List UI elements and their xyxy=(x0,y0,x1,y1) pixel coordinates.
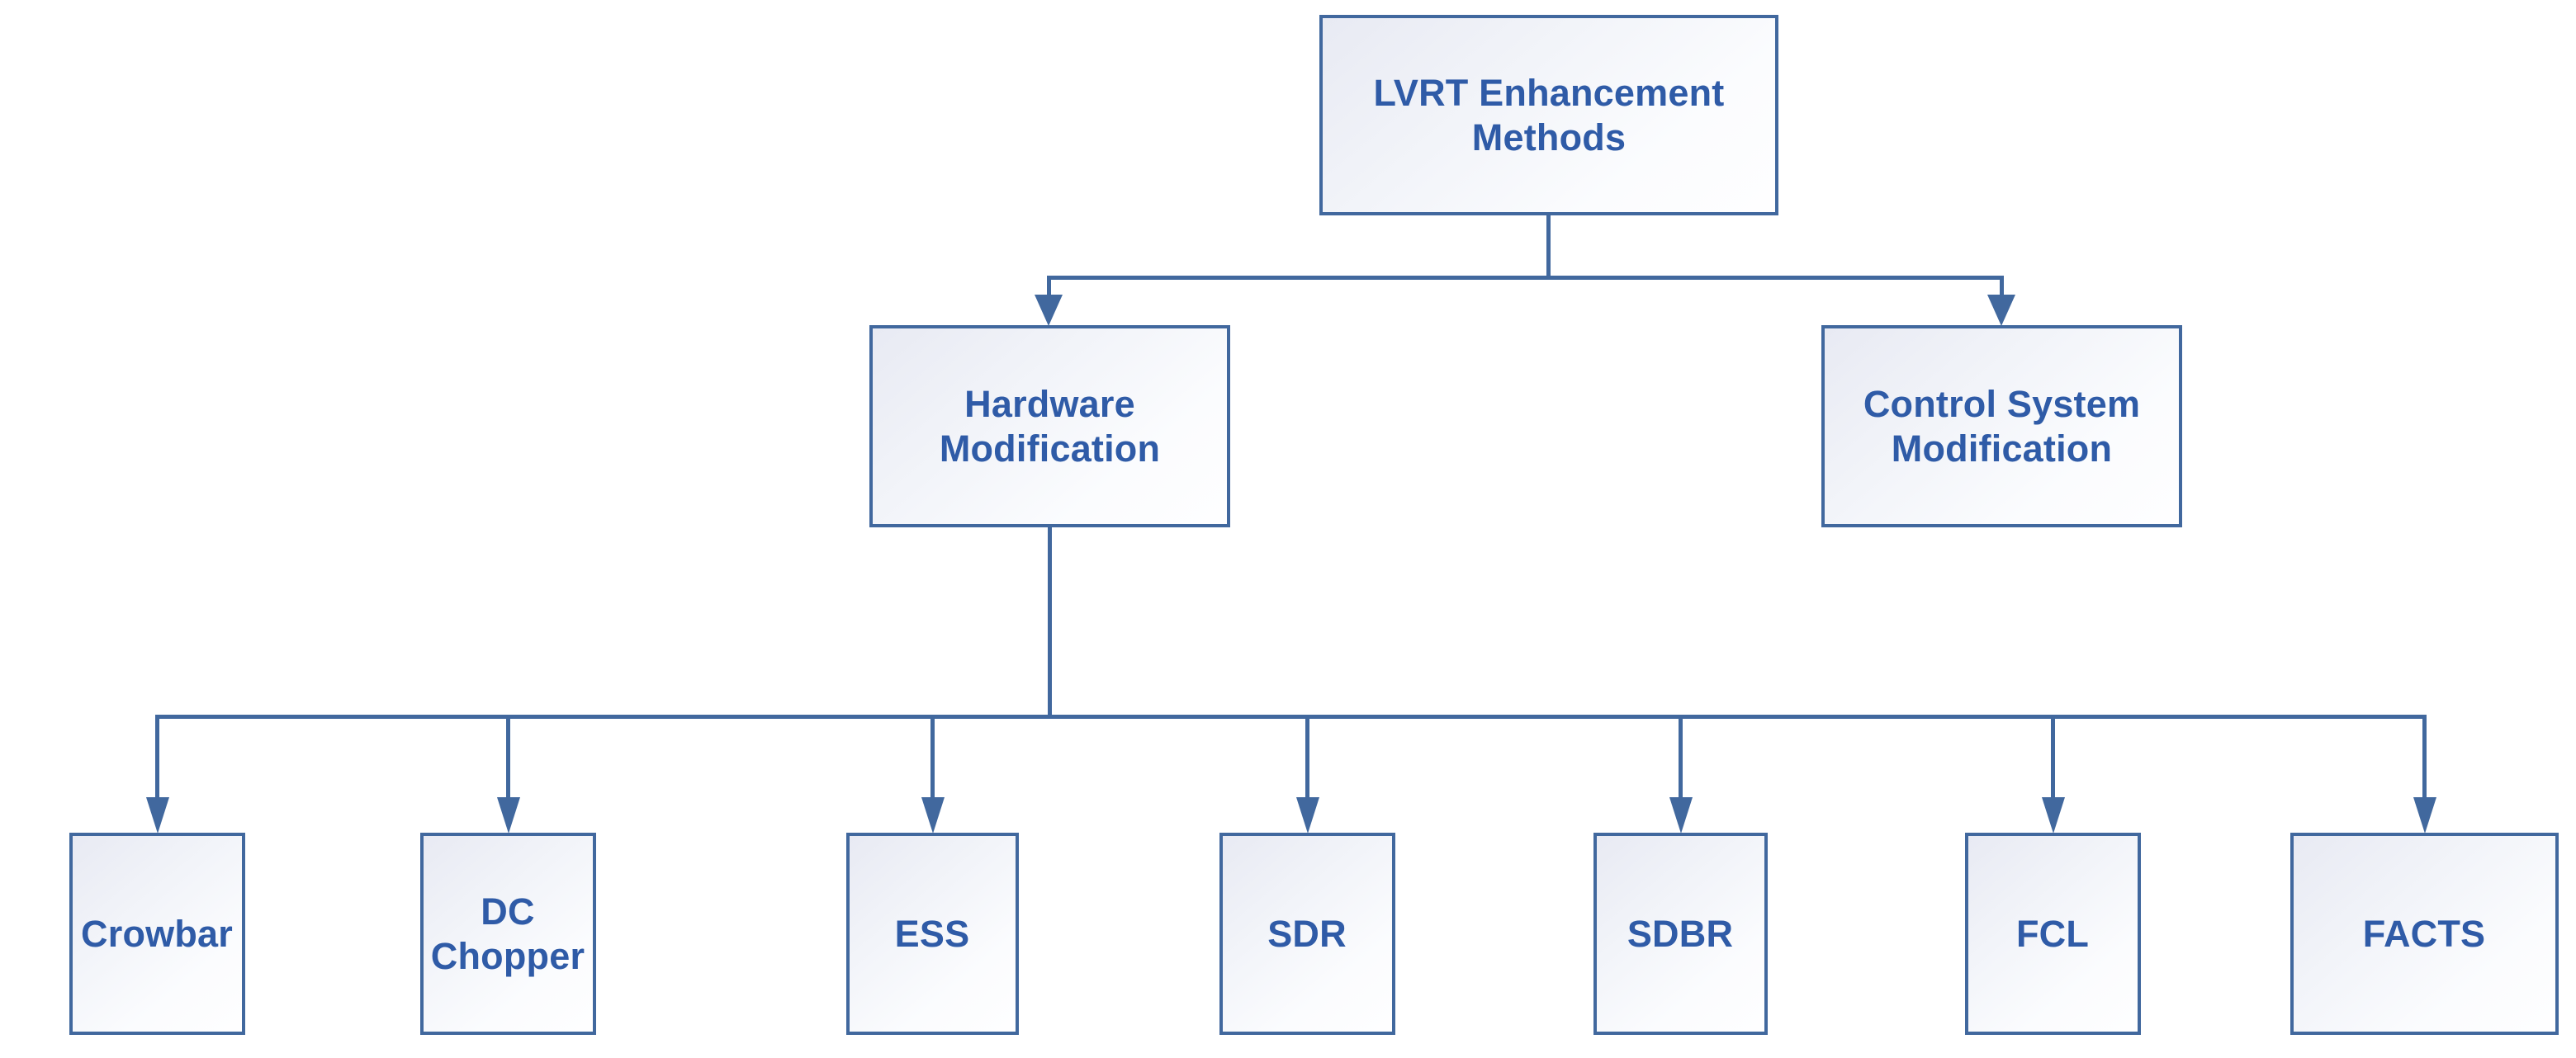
node-label: ESS xyxy=(894,912,970,955)
node-lvrt-enhancement-methods[interactable]: LVRT Enhancement Methods xyxy=(1319,15,1778,215)
connector-drop-crowbar xyxy=(155,715,159,801)
connector-drop-sdbr xyxy=(1679,715,1683,801)
node-fcl[interactable]: FCL xyxy=(1964,833,2141,1035)
node-label: LVRT Enhancement Methods xyxy=(1373,72,1725,158)
connector-level2-bus xyxy=(155,715,2426,719)
connector-root-stem xyxy=(1546,214,1551,280)
connector-drop-facts xyxy=(2422,715,2427,801)
connector-drop-dc-chopper xyxy=(506,715,510,801)
node-dc-chopper[interactable]: DC Chopper xyxy=(419,833,596,1035)
node-ess[interactable]: ESS xyxy=(845,833,1019,1035)
arrow-to-sdbr xyxy=(1669,797,1693,834)
connector-hardware-stem xyxy=(1048,526,1052,719)
connector-drop-control-system xyxy=(2000,276,2004,298)
node-label: DC Chopper xyxy=(430,890,585,977)
node-sdbr[interactable]: SDBR xyxy=(1593,833,1768,1035)
connector-level1-bus xyxy=(1047,276,2004,280)
node-hardware-modification[interactable]: Hardware Modification xyxy=(869,325,1230,527)
arrow-to-dc-chopper xyxy=(497,797,520,834)
node-label: Control System Modification xyxy=(1863,383,2141,470)
arrow-to-crowbar xyxy=(146,797,169,834)
node-label: FCL xyxy=(2015,912,2090,955)
arrow-to-fcl xyxy=(2042,797,2065,834)
connector-drop-ess xyxy=(930,715,935,801)
node-crowbar[interactable]: Crowbar xyxy=(69,833,245,1035)
connector-drop-fcl xyxy=(2051,715,2055,801)
arrow-to-control-system-modification xyxy=(1987,295,2015,326)
node-label: SDBR xyxy=(1627,912,1734,955)
node-label: SDR xyxy=(1267,912,1347,955)
arrow-to-ess xyxy=(921,797,945,834)
node-facts[interactable]: FACTS xyxy=(2290,833,2559,1035)
node-label: Hardware Modification xyxy=(939,383,1161,470)
node-label: FACTS xyxy=(2362,912,2486,955)
connector-drop-sdr xyxy=(1305,715,1309,801)
node-control-system-modification[interactable]: Control System Modification xyxy=(1821,325,2182,527)
node-label: Crowbar xyxy=(81,912,233,955)
arrow-to-sdr xyxy=(1296,797,1319,834)
arrow-to-hardware-modification xyxy=(1035,295,1063,326)
connector-drop-hardware xyxy=(1047,276,1051,298)
node-sdr[interactable]: SDR xyxy=(1219,833,1395,1035)
arrow-to-facts xyxy=(2413,797,2436,834)
